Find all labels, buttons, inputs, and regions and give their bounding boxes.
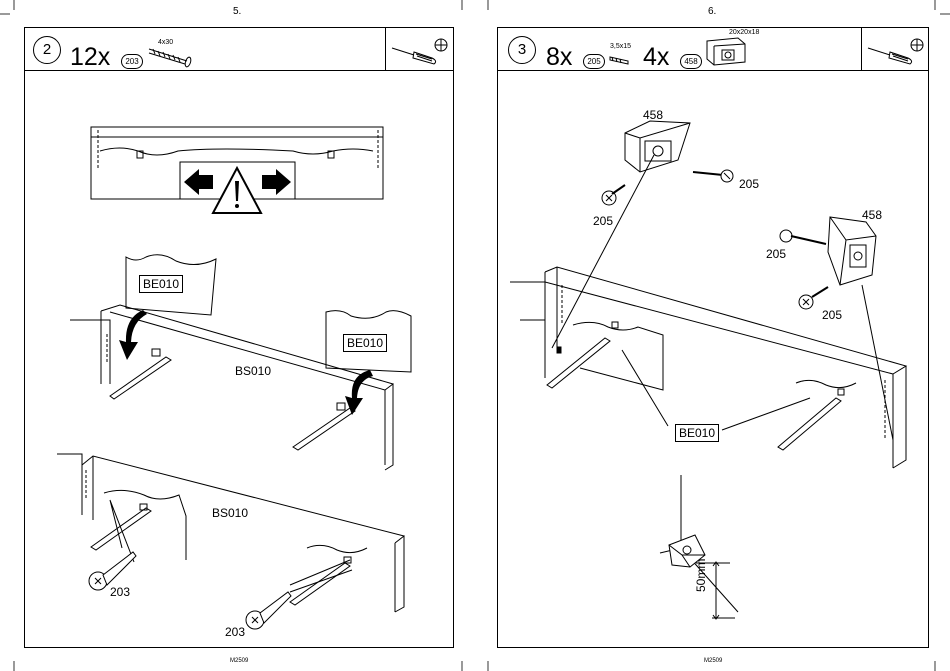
distance-label: 50mm [694, 559, 708, 592]
screw-label-205-a1: 205 [593, 214, 613, 228]
panel-label-be010: BE010 [675, 424, 719, 442]
block-label-458-b: 458 [862, 208, 882, 222]
screw-label-205-b1: 205 [766, 247, 786, 261]
screw-label-205-b2: 205 [822, 308, 842, 322]
screw-label-205-a2: 205 [739, 177, 759, 191]
block-label-458-a: 458 [643, 108, 663, 122]
